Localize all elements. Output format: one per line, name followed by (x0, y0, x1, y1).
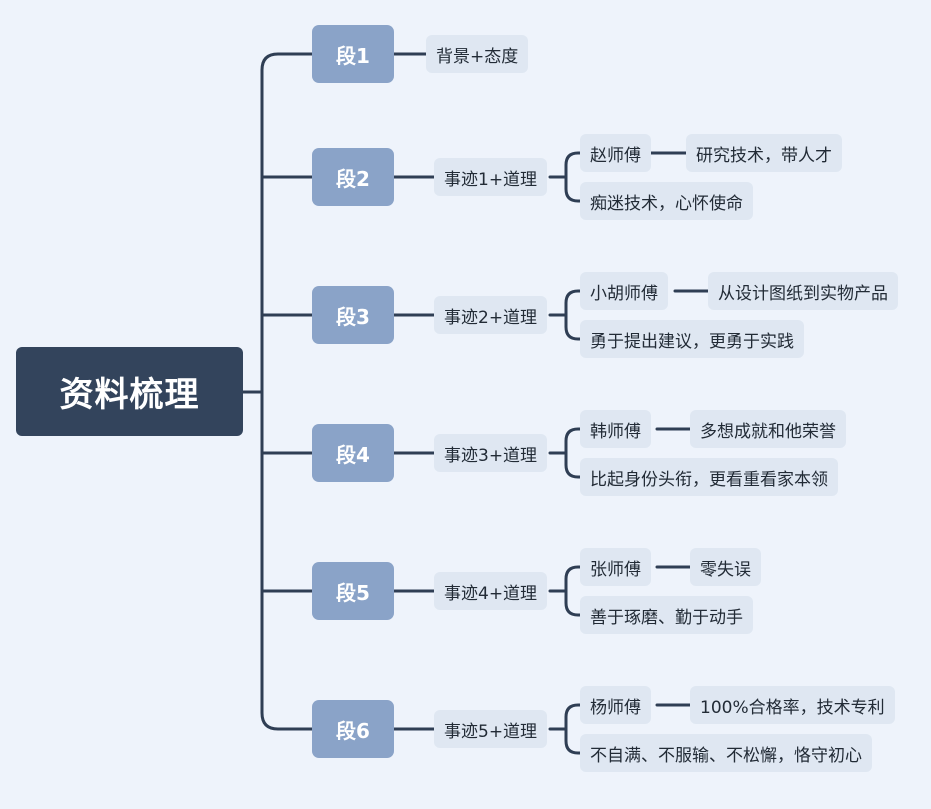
person-node-4[interactable]: 韩师傅 (580, 410, 651, 448)
detail-node-3[interactable]: 从设计图纸到实物产品 (708, 272, 898, 310)
detail-node-6[interactable]: 100%合格率，技术专利 (690, 686, 895, 724)
trunk-spine (260, 52, 314, 731)
segment-node-3[interactable]: 段3 (312, 286, 394, 344)
lesson-node-4[interactable]: 比起身份头衔，更看重看家本领 (580, 458, 838, 496)
link-seg2-fork (548, 151, 582, 203)
link-seg3-fork (548, 289, 582, 341)
lesson-node-2[interactable]: 痴迷技术，心怀使命 (580, 182, 753, 220)
link-seg5-fork (548, 565, 582, 617)
root-node[interactable]: 资料梳理 (16, 347, 243, 436)
segment-node-4[interactable]: 段4 (312, 424, 394, 482)
topic-node-4[interactable]: 事迹3+道理 (434, 434, 548, 472)
link-seg4-fork (548, 427, 582, 479)
person-node-3[interactable]: 小胡师傅 (580, 272, 668, 310)
topic-node-6[interactable]: 事迹5+道理 (434, 710, 548, 748)
topic-node-2[interactable]: 事迹1+道理 (434, 158, 548, 196)
topic-node-5[interactable]: 事迹4+道理 (434, 572, 548, 610)
topic-node-1[interactable]: 背景+态度 (426, 35, 529, 73)
segment-node-1[interactable]: 段1 (312, 25, 394, 83)
segment-node-5[interactable]: 段5 (312, 562, 394, 620)
person-node-5[interactable]: 张师傅 (580, 548, 651, 586)
person-node-2[interactable]: 赵师傅 (580, 134, 651, 172)
lesson-node-5[interactable]: 善于琢磨、勤于动手 (580, 596, 753, 634)
segment-node-2[interactable]: 段2 (312, 148, 394, 206)
lesson-node-3[interactable]: 勇于提出建议，更勇于实践 (580, 320, 804, 358)
detail-node-2[interactable]: 研究技术，带人才 (686, 134, 842, 172)
person-node-6[interactable]: 杨师傅 (580, 686, 651, 724)
lesson-node-6[interactable]: 不自满、不服输、不松懈，恪守初心 (580, 734, 872, 772)
detail-node-5[interactable]: 零失误 (690, 548, 761, 586)
link-seg6-fork (548, 703, 582, 755)
segment-node-6[interactable]: 段6 (312, 700, 394, 758)
topic-node-3[interactable]: 事迹2+道理 (434, 296, 548, 334)
detail-node-4[interactable]: 多想成就和他荣誉 (690, 410, 846, 448)
